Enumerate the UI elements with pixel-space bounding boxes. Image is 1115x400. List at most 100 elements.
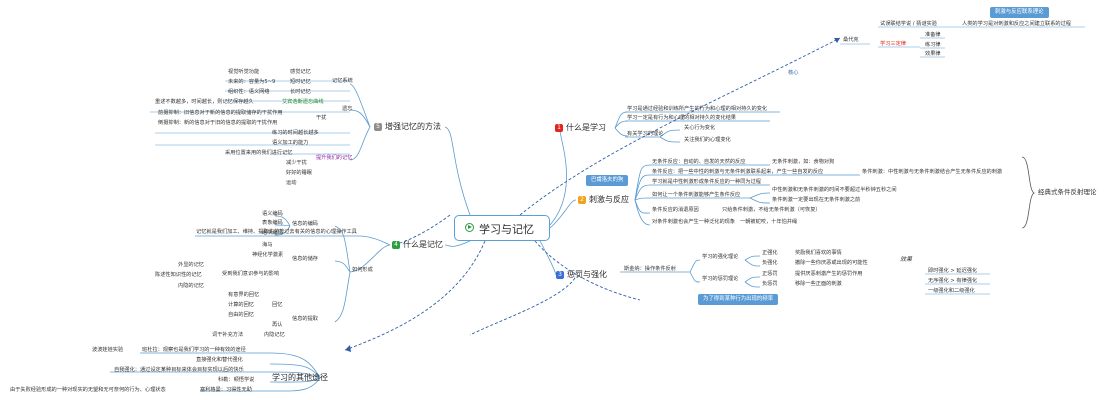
memory-formation-node[interactable]: 如何形成 xyxy=(352,267,373,273)
memory-node[interactable]: 神经化学激素 xyxy=(252,252,284,258)
effect-label[interactable]: 效果 xyxy=(900,256,913,263)
other-node[interactable]: 直接强化和替代强化 xyxy=(196,357,243,363)
stimulus-node[interactable]: 条件反应的消退原因 xyxy=(652,207,699,213)
improve-node[interactable]: 长时记忆 xyxy=(290,89,311,95)
reinforce-node[interactable]: 奖励我们喜欢的事情 xyxy=(795,250,842,256)
topic-label: 刺激与反应 xyxy=(589,195,629,204)
retrieval-node[interactable]: 信息的提取 xyxy=(292,316,318,322)
interference-node[interactable]: 干扰 xyxy=(316,115,327,121)
classic-conditioning-label[interactable]: 经典式条件反射理论 xyxy=(1038,188,1097,196)
law-node[interactable]: 效果律 xyxy=(925,51,941,57)
memory-node[interactable]: 自由的回忆 xyxy=(228,312,254,318)
learning-node[interactable]: 关心行为变化 xyxy=(684,125,716,131)
other-node[interactable]: 波波娃娃实验 xyxy=(92,347,124,353)
topic-other-learning[interactable]: 学习的其他途径 xyxy=(272,372,328,384)
stimulus-node[interactable]: 无条件刺激，如：食物对狗 xyxy=(772,159,835,165)
memory-node[interactable]: 外显的记忆 xyxy=(178,262,204,268)
effect-node[interactable]: 无序强化 > 有律强化 xyxy=(928,278,978,284)
storage-node[interactable]: 信息的储存 xyxy=(292,256,318,262)
callout-sr-theory[interactable]: 刺激与反应联系理论 xyxy=(990,7,1049,18)
reinforce-theory-node[interactable]: 学习的强化理论 xyxy=(702,254,739,260)
improve-node[interactable]: 重述不数越多，时间越长，则记忆保存越久 xyxy=(155,99,254,105)
other-node[interactable]: 塞利格曼：习得性无助 xyxy=(200,387,252,393)
implicit-memory-node[interactable]: 内隐记忆 xyxy=(264,332,285,338)
learning-node[interactable]: 关注我们的心理变化 xyxy=(684,137,731,143)
reinforce-node[interactable]: 移除一些正面的刺激 xyxy=(795,281,842,287)
memory-node[interactable]: 受到我们意识参与的影响 xyxy=(222,271,280,277)
improve-node[interactable]: 倒摄抑制：新的信息对于旧的信息的提取的干扰作用 xyxy=(158,120,278,126)
topic-label: 什么是学习 xyxy=(566,123,606,132)
reinforce-node[interactable]: 撤除一些你厌恶或出现的可能性 xyxy=(795,260,868,266)
improve-node[interactable]: 组织性：语义网络 xyxy=(228,89,270,95)
central-topic[interactable]: 学习与记忆 xyxy=(454,215,550,241)
memory-node[interactable]: 计算的回忆 xyxy=(228,302,254,308)
memory-node[interactable]: 词干补充方法 xyxy=(212,332,244,338)
effect-node[interactable]: 即时强化 > 延迟强化 xyxy=(928,268,978,274)
improve-node[interactable]: 未来的：容量为5~9 xyxy=(228,79,276,85)
learning-node[interactable]: 学习一定是有行为和心理的相对持久的变化结果 xyxy=(627,115,736,121)
recall-node[interactable]: 回忆 xyxy=(272,302,283,308)
stimulus-node[interactable]: 对条件刺激也会产生一种泛化的现象 xyxy=(652,219,736,225)
memory-node[interactable]: 陈述性知识性的记忆 xyxy=(155,272,202,278)
memory-node[interactable]: 语义编码 xyxy=(262,211,283,217)
improve-node[interactable]: 练习的时间越长越多 xyxy=(272,130,319,136)
stimulus-node[interactable]: 条件反应：把一些中性的刺激与无条件刺激联系起来，产生一些自发的反应 xyxy=(652,169,824,175)
stimulus-node[interactable]: 条件刺激：中性刺激与无条件刺激结合产生无条件反应的刺激 xyxy=(862,169,1003,175)
callout-pavlov-dog[interactable]: 巴甫洛夫的狗 xyxy=(586,175,629,186)
other-node[interactable]: 自我强化：通过设定某种目标来体会目标实现以后的快乐 xyxy=(114,367,244,373)
learning-node[interactable]: 学习是通过经验和训练所产生的行为和心理的相对持久的变化 xyxy=(627,106,768,112)
other-node[interactable]: 班杜拉：观察也是我们学习的一种有效的途径 xyxy=(142,347,246,353)
punish-theory-node[interactable]: 学习的惩罚理论 xyxy=(702,276,739,282)
memory-node[interactable]: 海马 xyxy=(262,242,273,248)
thorndike-node[interactable]: 桑代克 xyxy=(843,37,859,43)
other-node[interactable]: 由于失败经验形成的一种对现实的无望和无可奈何的行为、心理状态 xyxy=(10,387,166,393)
stimulus-node[interactable]: 无条件反应：自动的、自发的天然的反应 xyxy=(652,159,746,165)
reinforce-node[interactable]: 正强化 xyxy=(762,250,778,256)
reinforce-node[interactable]: 负强化 xyxy=(762,260,778,266)
recognition-node[interactable]: 再认 xyxy=(272,322,283,328)
improve-node[interactable]: 视觉听觉功能 xyxy=(228,69,260,75)
memory-system-node[interactable]: 记忆系统 xyxy=(332,78,353,84)
stimulus-node[interactable]: 中性刺激和无条件刺激的时间不要超过半秒钟五秒之间 xyxy=(772,187,897,193)
improve-node[interactable]: 感觉记忆 xyxy=(290,69,311,75)
reinforce-node[interactable]: 负惩罚 xyxy=(762,281,778,287)
stimulus-node[interactable]: 条件刺激一定要出现在无条件刺激之前 xyxy=(772,197,861,203)
skinner-node[interactable]: 斯金纳：操作条件反射 xyxy=(624,266,676,272)
memory-definition[interactable]: 记忆就是我们加工、维持、提取先前曾过去有关的信息的心理操作工具 xyxy=(196,229,357,235)
improve-node[interactable]: 运动 xyxy=(286,180,297,186)
reinforce-node[interactable]: 提供厌恶刺激产生的惩罚作用 xyxy=(795,271,863,277)
memory-node[interactable]: 内隐的记忆 xyxy=(178,283,204,289)
stimulus-node[interactable]: 如何让一个条件刺激能够产生条件反应 xyxy=(652,192,741,198)
learning-node[interactable]: 人类的学习是对刺激和反应之间建立联系的过程 xyxy=(962,21,1071,27)
improve-node[interactable]: 减少干扰 xyxy=(286,160,307,166)
three-laws-node[interactable]: 学习三定律 xyxy=(880,41,906,47)
improve-node[interactable]: 前摄抑制：旧信息对于新的信息的提取储存的干扰作用 xyxy=(158,110,283,116)
memory-node[interactable]: 有意界的回忆 xyxy=(228,292,260,298)
improve-node[interactable]: 采用位置来用的我们进行记忆 xyxy=(225,150,293,156)
stimulus-node[interactable]: 一朝被蛇咬，十年怕井绳 xyxy=(740,219,798,225)
other-node[interactable]: 科勒：顿悟学说 xyxy=(218,377,255,383)
law-node[interactable]: 准备律 xyxy=(925,32,941,38)
stimulus-node[interactable]: 只给条件刺激，不给无条件刺激（可恢复） xyxy=(722,207,821,213)
stimulus-node[interactable]: 学习就是中性刺激形成条件反应的一种同为过程 xyxy=(652,179,761,185)
ebbinghaus-node[interactable]: 艾宾浩斯遗忘曲线 xyxy=(282,99,324,105)
improve-node[interactable]: 语义加工的能力 xyxy=(272,140,309,146)
callout-behavior-frequency[interactable]: 为了得到某种行为出现的频率 xyxy=(698,294,779,305)
memory-node[interactable]: 组块编码 xyxy=(262,230,283,236)
forgetting-node[interactable]: 遗忘 xyxy=(342,106,353,112)
effect-node[interactable]: 一级强化和二级强化 xyxy=(928,288,975,294)
learning-node[interactable]: 试误联结学说 / 猜谜实验 xyxy=(880,21,937,27)
memory-node[interactable]: 表象编码 xyxy=(262,220,283,226)
boost-memory-node[interactable]: 提升我们的记忆 xyxy=(316,155,353,161)
improve-node[interactable]: 好好的睡眠 xyxy=(286,170,312,176)
law-node[interactable]: 练习律 xyxy=(925,42,941,48)
reinforce-node[interactable]: 正惩罚 xyxy=(762,271,778,277)
improve-node[interactable]: 短时记忆 xyxy=(290,79,311,85)
encoding-node[interactable]: 信息的编码 xyxy=(292,221,318,227)
learning-node[interactable]: 有关学习的理论 xyxy=(627,131,664,137)
